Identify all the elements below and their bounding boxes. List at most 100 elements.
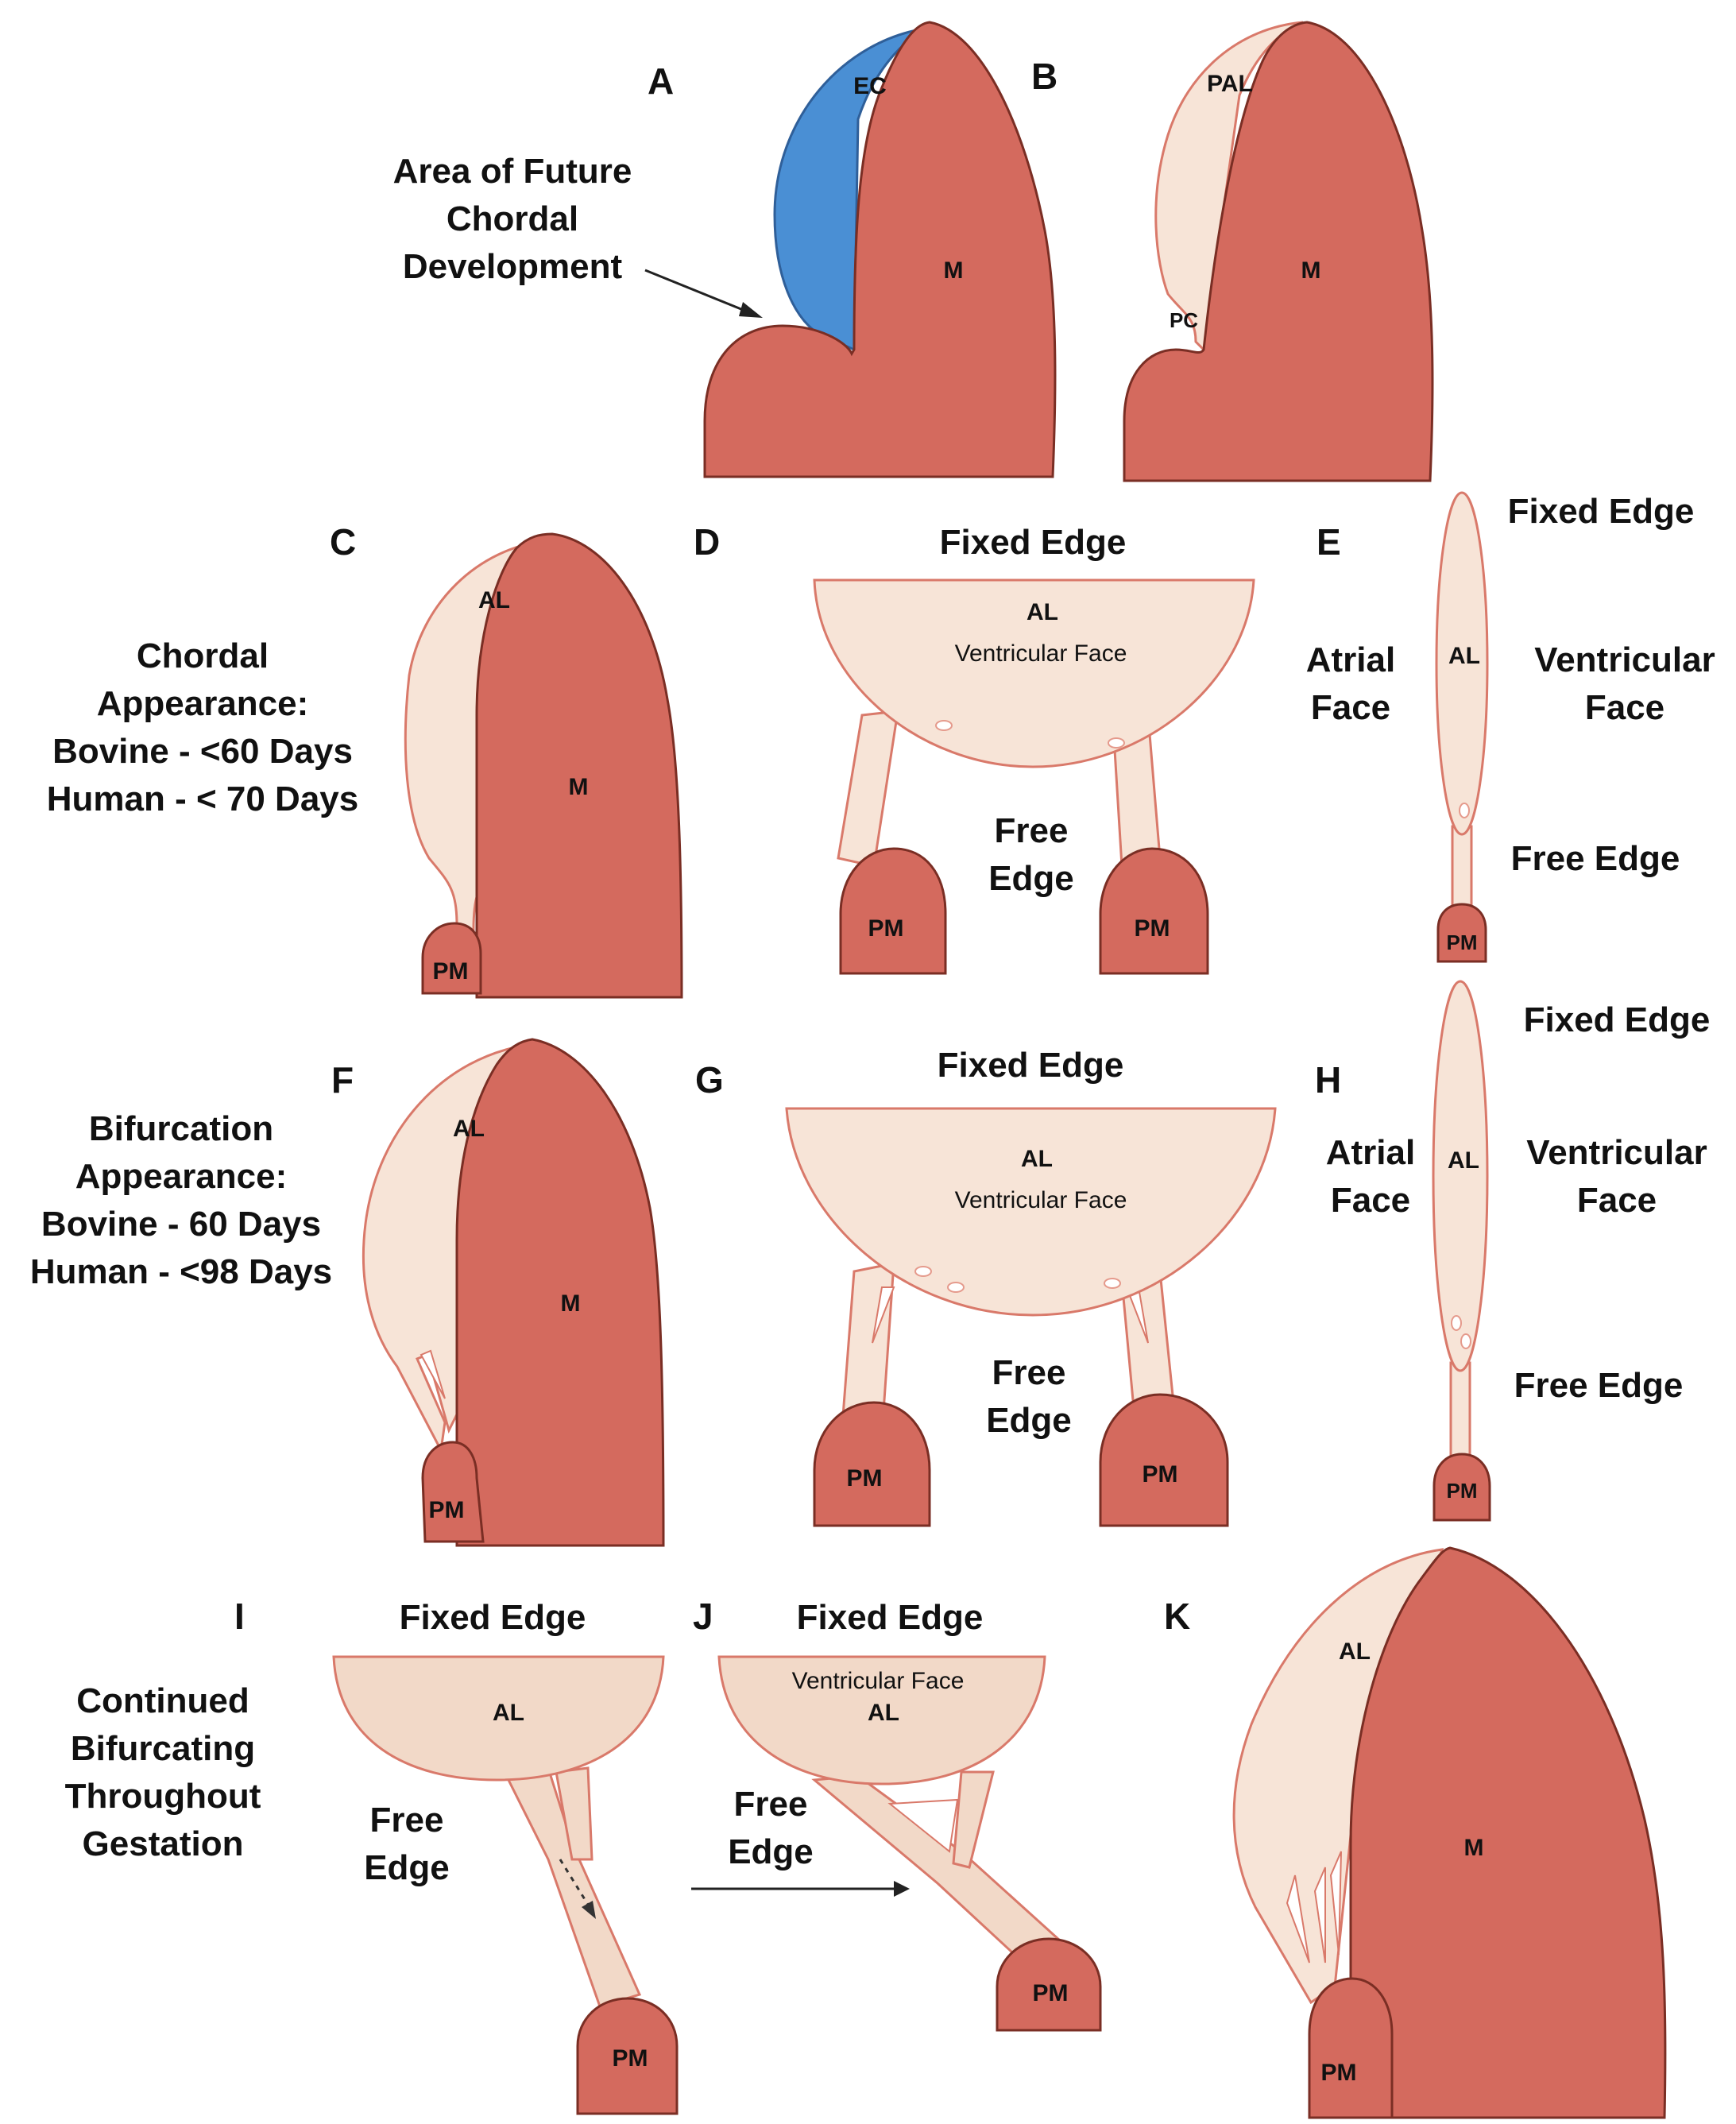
- label-fixed-edge-j: Fixed Edge: [797, 1598, 984, 1637]
- myocardium-c: [475, 532, 683, 999]
- label-al-k: AL: [1339, 1638, 1371, 1665]
- leaflet-k-gap-1: [1286, 1874, 1310, 1963]
- myocardium-k: [1349, 1546, 1667, 2119]
- continued-line-4: Gestation: [83, 1824, 244, 1863]
- label-ec: EC: [853, 73, 887, 99]
- label-m-c: M: [569, 774, 589, 800]
- label-pc: PC: [1170, 308, 1198, 332]
- panel-letter-d: D: [694, 521, 720, 563]
- leaflet-j: [717, 1655, 1046, 1785]
- panel-letter-g: G: [695, 1059, 724, 1101]
- papillary-muscle-h: [1432, 1453, 1491, 1522]
- panel-letter-c: C: [330, 521, 356, 563]
- label-pm-i: PM: [613, 2045, 648, 2072]
- leaflet-f-gap: [420, 1349, 446, 1399]
- label-al-j: AL: [868, 1700, 899, 1726]
- myocardium-f: [455, 1038, 665, 1547]
- leaflet-d-hole-right: [1108, 737, 1125, 749]
- leaflet-g-hole-1: [914, 1266, 932, 1277]
- label-fixed-edge-i: Fixed Edge: [400, 1598, 586, 1637]
- chordal-appearance-line-4: Human - < 70 Days: [47, 780, 359, 818]
- bifurcation-appearance-line-4: Human - <98 Days: [30, 1252, 332, 1291]
- panel-letter-i: I: [234, 1596, 245, 1637]
- label-al-d: AL: [1027, 599, 1058, 625]
- panel-i-drawing: [332, 1655, 679, 2115]
- future-chordal-arrow: [644, 269, 760, 318]
- label-pm-g-left: PM: [847, 1465, 883, 1491]
- papillary-muscle-g-right: [1099, 1393, 1229, 1527]
- label-al-i: AL: [493, 1700, 524, 1726]
- label-edge-j: Edge: [728, 1832, 814, 1871]
- leaflet-d: [813, 578, 1255, 768]
- label-m-b: M: [1301, 257, 1321, 284]
- label-ventricular-face-e: Face: [1585, 688, 1664, 727]
- panel-letter-h: H: [1315, 1059, 1341, 1101]
- future-chordal-line-1: Area of Future: [393, 152, 632, 191]
- label-ventricular-h: Ventricular: [1526, 1133, 1707, 1172]
- label-ventricular-face-g: Ventricular Face: [955, 1187, 1127, 1213]
- bifurcation-appearance-line-2: Appearance:: [75, 1157, 288, 1196]
- panel-letter-j: J: [693, 1596, 713, 1637]
- panel-letter-a: A: [648, 60, 674, 102]
- label-pm-k: PM: [1321, 2060, 1357, 2086]
- leaflet-e-hole: [1459, 803, 1470, 818]
- panel-h-drawing: [1432, 980, 1491, 1522]
- leaflet-g: [785, 1107, 1277, 1317]
- progression-arrow-head: [894, 1881, 910, 1897]
- label-pm-d-right: PM: [1135, 915, 1170, 942]
- label-m-a: M: [944, 257, 964, 284]
- papillary-muscle-k: [1308, 1977, 1394, 2119]
- continued-line-2: Bifurcating: [71, 1729, 255, 1768]
- chordae-h: [1449, 1361, 1471, 1464]
- label-al-h: AL: [1448, 1147, 1479, 1174]
- continued-line-3: Throughout: [65, 1777, 261, 1816]
- papillary-muscle-d-right: [1099, 847, 1209, 975]
- leaflet-e: [1435, 491, 1489, 836]
- label-fixed-edge-e: Fixed Edge: [1508, 492, 1695, 531]
- label-ventricular-e: Ventricular: [1534, 640, 1715, 679]
- label-fixed-edge-d: Fixed Edge: [940, 523, 1127, 562]
- papillary-muscle-f: [421, 1441, 485, 1543]
- panel-d-drawing: [813, 578, 1255, 975]
- leaflet-k-gap-3: [1329, 1851, 1342, 1956]
- label-pm-g-right: PM: [1143, 1461, 1178, 1488]
- label-fixed-edge-h: Fixed Edge: [1524, 1000, 1711, 1039]
- panel-a-drawing: [644, 21, 1057, 478]
- leaflet-g-hole-3: [1104, 1278, 1121, 1289]
- label-pm-e: PM: [1447, 930, 1478, 954]
- papillary-muscle-i: [576, 1997, 679, 2115]
- panel-letters: A B C D E F G H I J K: [234, 56, 1341, 1637]
- side-notes: Area of Future Chordal Development Chord…: [30, 152, 632, 1863]
- panel-j-drawing: [691, 1655, 1102, 2032]
- label-free-g: Free: [992, 1353, 1066, 1392]
- chordae-e: [1451, 825, 1473, 915]
- label-ventricular-face-h: Face: [1577, 1181, 1657, 1220]
- panel-letter-b: B: [1031, 56, 1057, 97]
- label-atrial-e: Atrial: [1306, 640, 1395, 679]
- chordal-appearance-line-3: Bovine - <60 Days: [52, 732, 353, 771]
- endocardial-cushion: [773, 26, 930, 352]
- label-ventricular-face-d: Ventricular Face: [955, 640, 1127, 667]
- label-pm-f: PM: [429, 1497, 465, 1523]
- chordal-appearance-line-1: Chordal: [137, 636, 269, 675]
- myocardium-b: [1123, 21, 1434, 482]
- papillary-muscle-c: [421, 922, 482, 995]
- chordal-appearance-line-2: Appearance:: [97, 684, 309, 723]
- leaflet-h: [1432, 980, 1489, 1372]
- label-m-f: M: [561, 1290, 581, 1317]
- chordae-j-gap: [887, 1798, 959, 1853]
- label-al-f: AL: [453, 1116, 485, 1142]
- chordae-g-left-gap: [872, 1286, 895, 1344]
- panel-f-drawing: [362, 1038, 665, 1547]
- papillary-muscle-j: [996, 1937, 1102, 2032]
- label-atrial-h: Atrial: [1326, 1133, 1415, 1172]
- panel-k-drawing: [1232, 1546, 1667, 2119]
- chordae-d-left: [837, 710, 899, 868]
- label-fixed-edge-g: Fixed Edge: [938, 1046, 1124, 1085]
- label-free-i: Free: [370, 1801, 444, 1840]
- future-chordal-line-3: Development: [403, 247, 623, 286]
- label-pm-d-left: PM: [868, 915, 904, 942]
- bifurcation-appearance-line-3: Bovine - 60 Days: [41, 1205, 321, 1244]
